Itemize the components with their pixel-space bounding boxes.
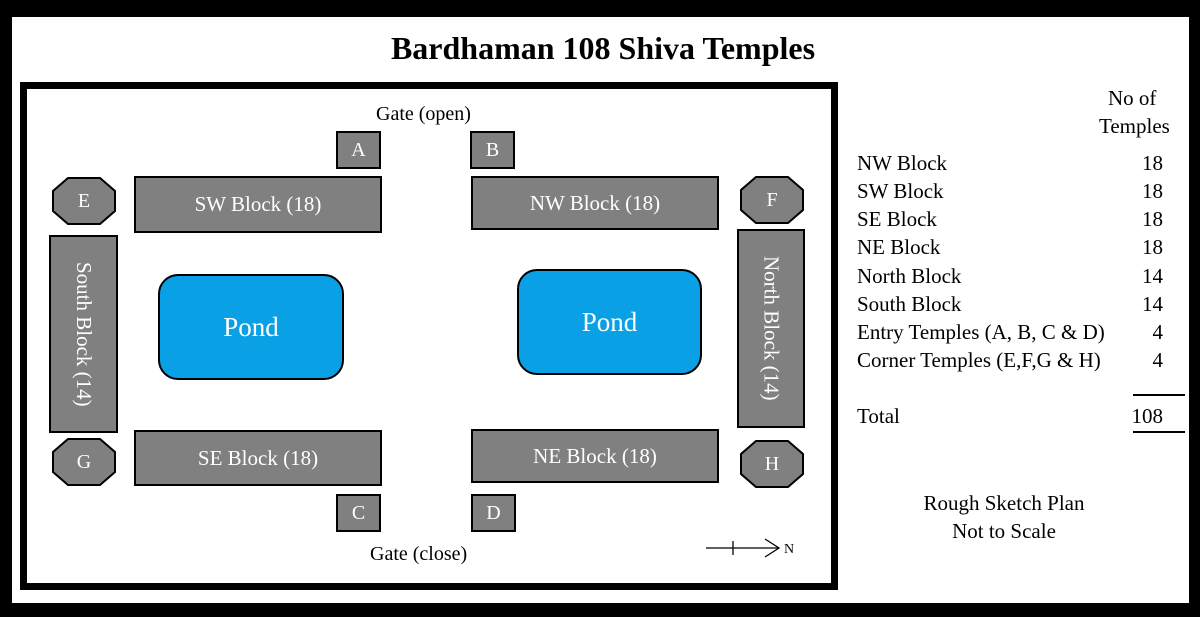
sketch-note-line2: Not to Scale [952,519,1056,543]
se-block-label: SE Block (18) [197,445,319,470]
table-row-count: 4 [1152,348,1164,372]
entry-temple-b: B [470,131,515,169]
table-row-name: Entry Temples (A, B, C & D) [857,320,1105,344]
ne-block: NE Block (18) [471,429,719,483]
south-block-label: South Block (14) [72,261,96,407]
pond-left-label: Pond [223,311,279,342]
table-row-name: SW Block [857,179,944,203]
table-row-name: NW Block [857,151,948,175]
sw-block-label: SW Block (18) [194,192,322,216]
table-row-count: 14 [1142,292,1163,316]
corner-temple-f: F [740,176,804,224]
nw-block-label: NW Block (18) [529,190,661,215]
table-row-name: SE Block [857,207,937,231]
table-row-count: 14 [1142,264,1163,288]
table-row-count: 18 [1142,207,1163,231]
table-row-count: 18 [1142,179,1163,203]
entry-temple-d: D [471,494,516,532]
table-row-count: 18 [1142,151,1163,175]
se-block: SE Block (18) [134,430,382,486]
table-row-count: 4 [1152,320,1164,344]
north-arrow: N [705,536,805,560]
octagon-shape [52,177,116,225]
table-header-line1: No of [1108,86,1157,110]
gate-bottom-label: Gate (close) [370,543,468,565]
gate-top-label: Gate (open) [376,103,471,125]
diagram-title: Bardhaman 108 Shiva Temples [390,30,816,66]
north-block: North Block (14) [737,229,805,428]
table-total-value: 108 [1131,404,1164,428]
total-rule-top [1133,394,1185,396]
table-row-name: North Block [857,264,962,288]
corner-temple-h: H [740,440,804,488]
corner-temple-e: E [52,177,116,225]
table-row-name: South Block [857,292,962,316]
octagon-shape [52,438,116,486]
nw-block: NW Block (18) [471,176,719,230]
entry-temple-c: C [336,494,381,532]
compass-label: N [784,542,794,557]
corner-temple-e-label: E [77,189,91,212]
sw-block: SW Block (18) [134,176,382,233]
entry-temple-a: A [336,131,381,169]
temple-compound [20,82,838,590]
corner-temple-g: G [52,438,116,486]
table-header-line2: Temples [1099,114,1170,138]
pond-right: Pond [517,269,702,375]
ne-block-label: NE Block (18) [533,443,657,468]
table-row-name: Corner Temples (E,F,G & H) [857,348,1101,372]
corner-temple-f-label: F [766,188,778,211]
south-block: South Block (14) [49,235,118,433]
arrow-right-icon: N [706,538,794,558]
total-rule-bottom [1133,431,1185,433]
sketch-note-line1: Rough Sketch Plan [923,491,1085,515]
table-row-name: NE Block [857,235,941,259]
pond-left: Pond [158,274,344,380]
corner-temple-g-label: G [76,450,92,473]
table-row-count: 18 [1142,235,1163,259]
table-total-label: Total [857,404,900,428]
octagon-shape [740,176,804,224]
corner-temple-h-label: H [764,452,780,475]
octagon-shape [740,440,804,488]
pond-right-label: Pond [581,306,638,337]
north-block-label: North Block (14) [759,256,784,401]
